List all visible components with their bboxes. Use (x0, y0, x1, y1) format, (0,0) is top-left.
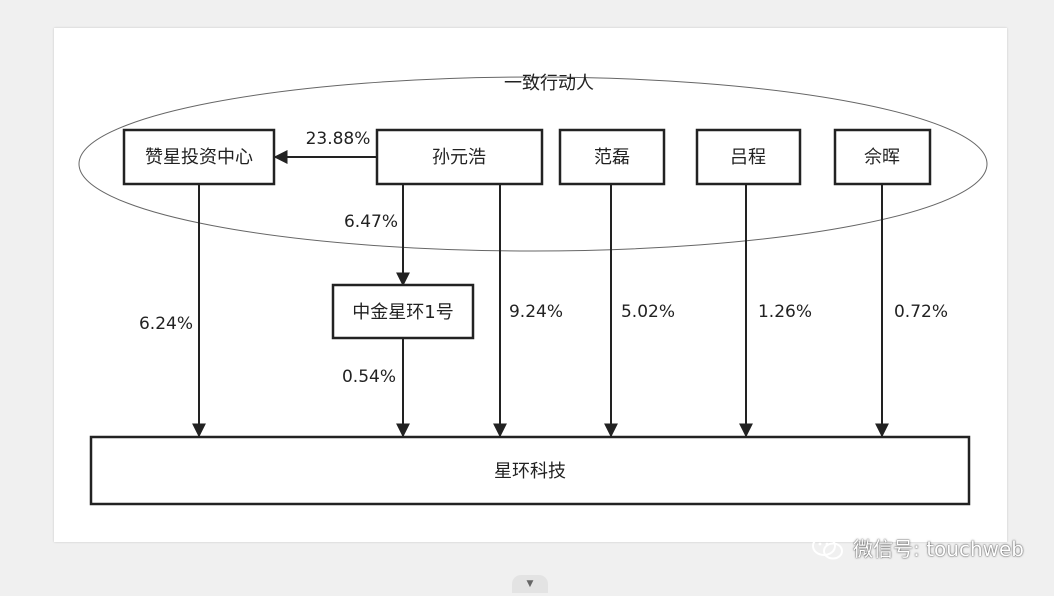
wechat-icon (812, 535, 844, 559)
node-yu: 佘晖 (833, 128, 932, 186)
wechat-watermark: 微信号: touchweb (811, 533, 1024, 562)
node-label-lv: 吕程 (730, 147, 766, 168)
node-label-fan: 范磊 (594, 147, 630, 168)
node-zhongjin: 中金星环1号 (331, 283, 475, 340)
edge-label-fan-to-target: 5.02% (621, 302, 675, 322)
scroll-down-tab[interactable]: ▼ (512, 575, 548, 593)
edge-label-sun-to-zhongjin: 6.47% (344, 212, 398, 232)
edge-label-sun-to-zanxing: 23.88% (306, 129, 371, 149)
node-zanxing: 赞星投资中心 (122, 128, 276, 186)
node-lv: 吕程 (695, 128, 802, 186)
node-sun: 孙元浩 (375, 128, 544, 186)
concert-party-ellipse (78, 76, 988, 252)
node-label-zanxing: 赞星投资中心 (145, 147, 253, 168)
caret-down-icon: ▼ (526, 579, 534, 589)
node-label-zhongjin: 中金星环1号 (352, 302, 453, 323)
edge-label-lv-to-target: 1.26% (758, 302, 812, 322)
watermark-text: 微信号: touchweb (853, 537, 1024, 561)
edge-label-zanxing-to-target: 6.24% (139, 314, 193, 334)
node-label-sun: 孙元浩 (432, 147, 486, 168)
edge-label-sun-to-target: 9.24% (509, 302, 563, 322)
node-label-yu: 佘晖 (864, 147, 900, 168)
node-target: 星环科技 (89, 435, 971, 506)
node-fan: 范磊 (558, 128, 666, 186)
concert-party-label: 一致行动人 (504, 73, 594, 94)
edge-label-yu-to-target: 0.72% (894, 302, 948, 322)
edge-label-zhongjin-to-target: 0.54% (342, 367, 396, 387)
node-label-target: 星环科技 (494, 461, 566, 482)
